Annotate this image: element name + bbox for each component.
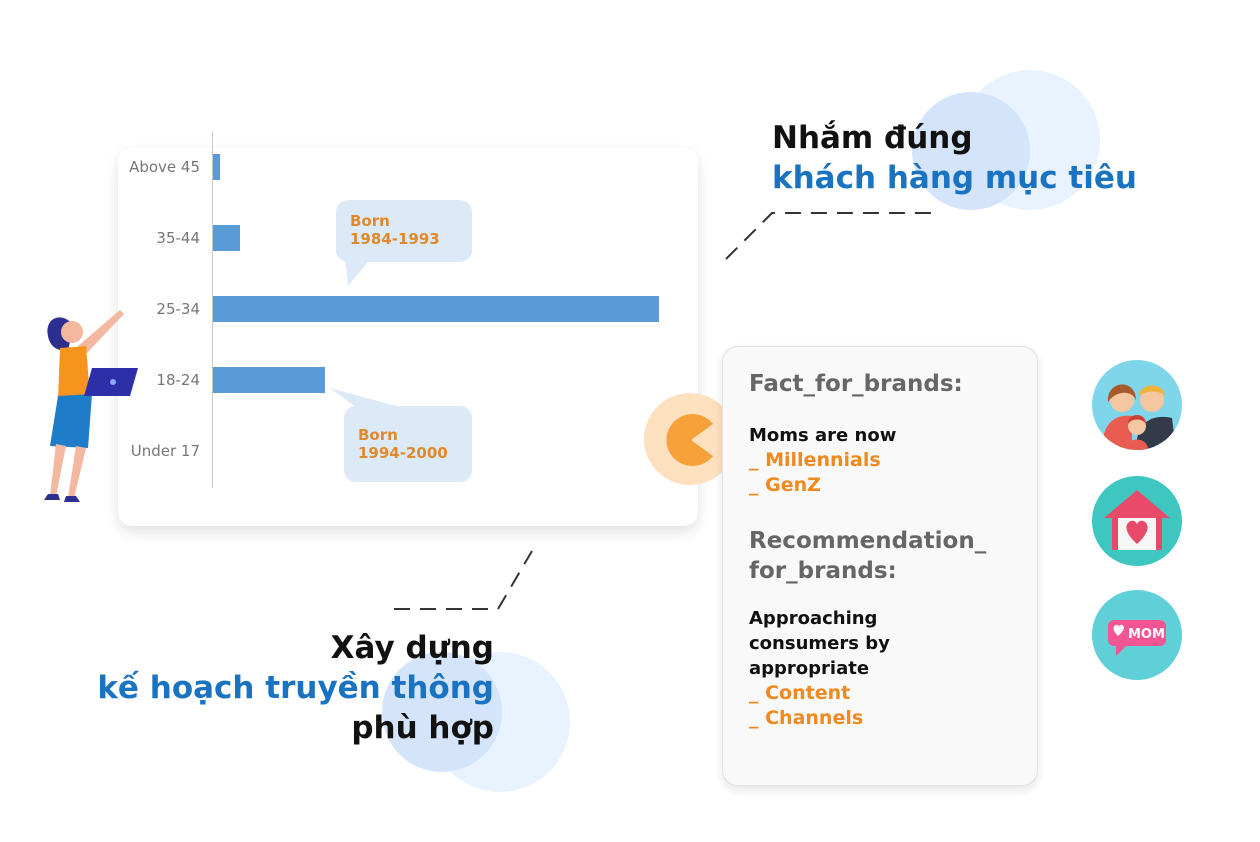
- fact-list-2-item-2: _ Channels: [749, 707, 864, 729]
- heading-plan-line1: Xây dựng: [330, 630, 494, 666]
- callout-pointer-2: [330, 388, 410, 410]
- callout-2-line-1: Born: [358, 426, 398, 444]
- heading-plan-line2: kế hoạch truyền thông: [97, 670, 494, 706]
- heading-target-line1: Nhắm đúng: [772, 120, 973, 156]
- fact-body-1: Moms are now: [749, 425, 897, 446]
- callout-born-1984-1993: Born 1984-1993: [336, 200, 472, 262]
- callout-born-1994-2000: Born 1994-2000: [344, 406, 472, 482]
- fact-list-2-item-1: _ Content: [749, 682, 851, 704]
- dashed-connector-top: [725, 212, 932, 260]
- category-label: Above 45: [129, 158, 200, 176]
- bar-25-34: [213, 296, 659, 322]
- family-icon: [1092, 360, 1182, 450]
- category-label: Under 17: [130, 442, 200, 460]
- bar-35-44: [213, 225, 240, 251]
- fact-body-2-line-2: consumers by: [749, 633, 890, 654]
- callout-1-line-1: Born: [350, 212, 390, 230]
- category-label: 25-34: [156, 300, 200, 318]
- dashed-connector-bottom: [394, 550, 533, 610]
- y-axis-line: [212, 132, 213, 488]
- callout-1-line-2: 1984-1993: [350, 230, 440, 248]
- fact-title-1: Fact_for_brands:: [749, 371, 963, 397]
- fact-card: Fact_for_brands: Moms are now _ Millenni…: [722, 346, 1038, 786]
- woman-presenter-illustration: [44, 310, 138, 502]
- blob-top-right-inner: [912, 92, 1030, 210]
- fact-body-2-line-3: appropriate: [749, 658, 870, 679]
- fact-list-1-item-1: _ Millennials: [749, 449, 881, 471]
- category-label: 18-24: [156, 371, 200, 389]
- fact-body-2-line-1: Approaching: [749, 608, 878, 629]
- heading-plan-line3: phù hợp: [351, 710, 494, 746]
- home-heart-icon: [1092, 476, 1182, 566]
- fact-list-1-item-2: _ GenZ: [749, 474, 821, 496]
- bar-18-24: [213, 367, 325, 393]
- category-label: 35-44: [156, 229, 200, 247]
- callout-2-line-2: 1994-2000: [358, 444, 448, 462]
- pacman-icon: [666, 414, 713, 466]
- mom-badge-text: MOM: [1128, 627, 1165, 642]
- mom-badge-icon: MOM: [1092, 590, 1182, 680]
- bar-above-45: [213, 154, 220, 180]
- blob-bottom-inner: [382, 652, 502, 772]
- heading-target-line2: khách hàng mục tiêu: [772, 160, 1137, 196]
- fact-title-2-line-2: for_brands:: [749, 558, 897, 584]
- fact-title-2-line-1: Recommendation_: [749, 528, 987, 554]
